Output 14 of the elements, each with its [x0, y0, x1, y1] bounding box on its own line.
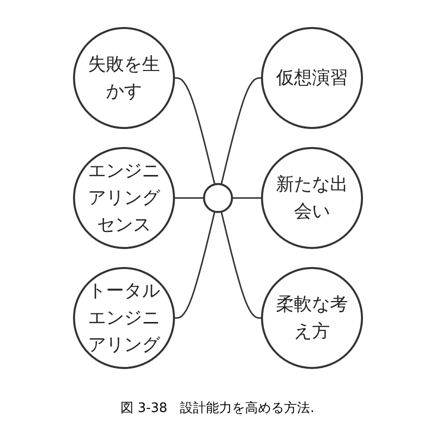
node-circle: 新たな出会い: [260, 146, 362, 248]
node-circle: エンジニアリングセンス: [72, 146, 174, 248]
node-circle: 失敗を生かす: [72, 26, 174, 128]
connector: [220, 76, 262, 184]
connector: [232, 196, 262, 198]
connector: [220, 210, 262, 318]
node-circle: 柔軟な考え方: [260, 266, 362, 368]
connector: [174, 196, 204, 198]
connector: [174, 210, 215, 318]
connector: [174, 76, 215, 184]
node-circle: トータルエンジニアリング: [72, 266, 174, 368]
node-circle: 仮想演習: [260, 26, 362, 128]
figure-caption: 図 3-38 設計能力を高める方法.: [120, 400, 314, 418]
node-circle: [202, 182, 232, 212]
